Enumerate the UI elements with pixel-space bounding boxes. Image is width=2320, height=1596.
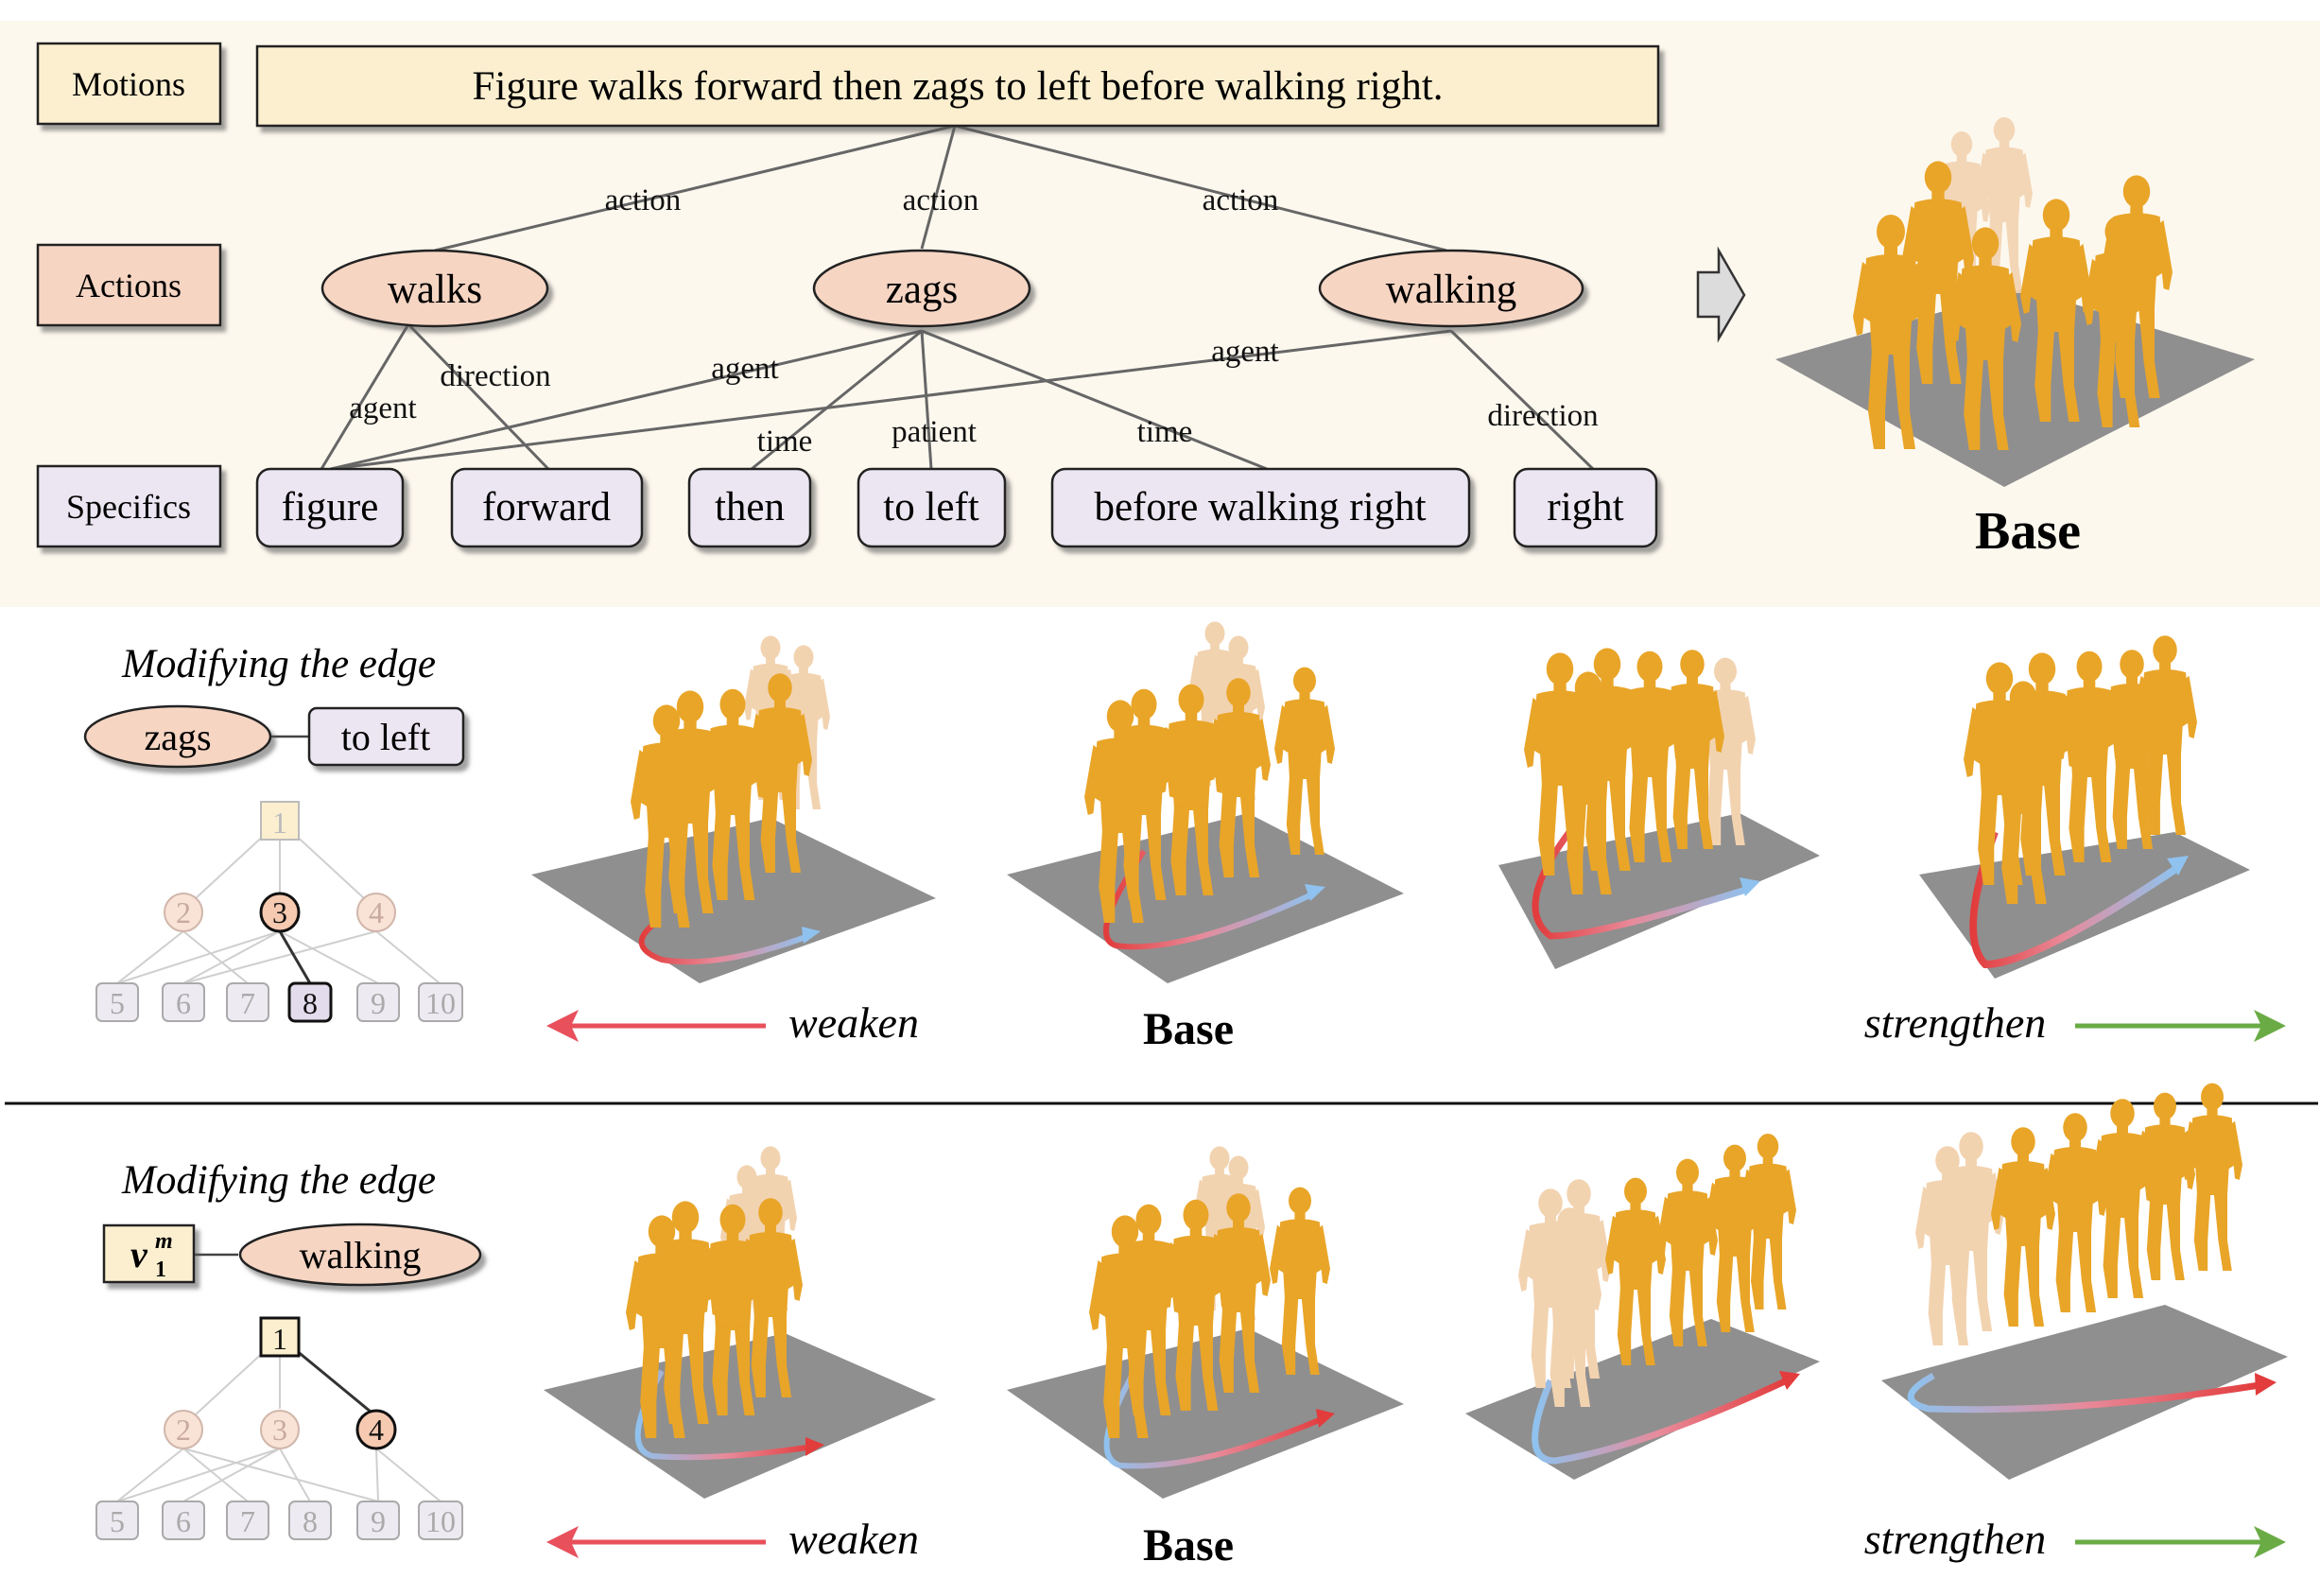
motion-render-row1-3 [1498, 648, 1820, 969]
row1-tree-node-6: 6 [176, 986, 191, 1020]
row1-tree-node-5: 5 [110, 986, 125, 1020]
row2-scale: weaken Base strengthen [546, 1515, 2286, 1570]
edge-label-direction-1: direction [440, 359, 550, 393]
level-label-actions: Actions [36, 243, 222, 327]
level-label-specifics: Specifics [36, 464, 222, 548]
row2-tree-node-4: 4 [369, 1413, 384, 1447]
motion-render-row1-2 [1007, 621, 1404, 983]
row1-strengthen-arrowhead-icon [2254, 1010, 2286, 1042]
row1-edge-from: zags [144, 716, 211, 758]
specific-node-forward: forward [450, 467, 644, 548]
specific-node-to-left: to left [857, 467, 1007, 548]
row2-weaken-arrowhead-icon [546, 1526, 579, 1558]
edge-label-action-2: action [903, 183, 979, 217]
level-label-motions-text: Motions [72, 65, 185, 103]
row2-strengthen-label: strengthen [1864, 1515, 2047, 1563]
action-node-walking: walking [1318, 249, 1584, 328]
row2-strengthen-arrowhead-icon [2254, 1526, 2286, 1558]
motion-render-row2-1 [544, 1146, 936, 1499]
edge-label-action-3: action [1203, 183, 1279, 217]
row2-tree-node-1: 1 [272, 1322, 287, 1356]
row1-mini-tree: 1 2 3 4 5 6 7 8 9 10 [95, 801, 463, 1023]
row1-tree-node-9: 9 [371, 986, 386, 1020]
row1-weaken-arrowhead-icon [546, 1010, 579, 1042]
graph-edges [320, 124, 1595, 471]
row2-edge-illustration: v m 1 walking [102, 1223, 482, 1287]
specific-node-forward-text: forward [482, 485, 611, 529]
row1-tree-node-7: 7 [240, 986, 255, 1020]
row2-tree-node-2: 2 [176, 1413, 191, 1447]
specific-node-figure-text: figure [282, 485, 379, 529]
motion-render-top-base [1775, 117, 2255, 487]
specific-node-before-walking-right: before walking right [1050, 467, 1471, 548]
specific-node-then: then [687, 467, 812, 548]
motion-render-row1-1 [531, 635, 936, 983]
row2-weaken-label: weaken [788, 1515, 919, 1563]
row2-edge-from-sup: m [155, 1229, 173, 1254]
row2-tree-node-9: 9 [371, 1504, 386, 1538]
row1-tree-node-2: 2 [176, 895, 191, 929]
action-node-zags-text: zags [886, 268, 958, 312]
edge-label-agent-3: agent [1211, 335, 1278, 369]
specific-node-before-walking-right-text: before walking right [1094, 485, 1426, 529]
edge-label-direction-2: direction [1487, 399, 1598, 433]
row2-edge-from-sub: 1 [155, 1258, 166, 1282]
row2-tree-node-5: 5 [110, 1504, 125, 1538]
action-node-walks-text: walks [388, 268, 482, 312]
row1-edge-illustration: zags to left [83, 704, 465, 769]
specific-node-right: right [1513, 467, 1658, 548]
row2-tree-node-10: 10 [425, 1504, 456, 1538]
row2-tree-node-3: 3 [272, 1413, 287, 1447]
top-base-label: Base [1975, 502, 2081, 561]
row1-tree-node-4: 4 [369, 895, 384, 929]
edge-label-agent-2: agent [711, 352, 778, 386]
row1-tree-node-1: 1 [272, 806, 287, 840]
level-label-motions: Motions [36, 42, 222, 126]
row2-tree-node-7: 7 [240, 1504, 255, 1538]
specific-node-to-left-text: to left [883, 485, 979, 529]
edge-label-action-1: action [605, 183, 682, 217]
action-node-walks: walks [320, 249, 549, 328]
motion-render-row2-4 [1881, 1083, 2288, 1480]
row2-base-label: Base [1143, 1520, 1234, 1570]
motion-render-row1-4 [1919, 635, 2250, 979]
level-label-specifics-text: Specifics [66, 488, 191, 526]
row1-edge-to: to left [341, 716, 430, 758]
specific-node-right-text: right [1547, 485, 1623, 529]
level-label-actions-text: Actions [76, 267, 182, 304]
action-node-walking-text: walking [1386, 268, 1517, 312]
motion-render-row2-2 [1007, 1146, 1404, 1499]
edge-label-patient: patient [892, 415, 977, 449]
row1-tree-node-3: 3 [272, 895, 287, 929]
row1-base-label: Base [1143, 1004, 1234, 1054]
edge-label-agent-1: agent [349, 391, 416, 425]
row2-mini-tree: 1 2 3 4 5 6 7 8 9 10 [95, 1316, 463, 1540]
edge-label-time-1: time [757, 425, 813, 459]
specific-node-then-text: then [715, 485, 785, 529]
row2-tree-node-6: 6 [176, 1504, 191, 1538]
right-arrow-icon [1696, 246, 1746, 343]
row2-tree-node-8: 8 [303, 1504, 318, 1538]
row2-edge-from: v [130, 1233, 148, 1275]
row1-scale: weaken Base strengthen [546, 998, 2286, 1054]
action-node-zags: zags [812, 249, 1031, 328]
row1-tree-node-8: 8 [303, 986, 318, 1020]
row1-weaken-label: weaken [788, 998, 919, 1047]
specific-node-figure: figure [255, 467, 405, 548]
row1-modify-title: Modifying the edge [121, 642, 436, 686]
motion-render-row2-3 [1465, 1134, 1820, 1480]
motion-sentence-text: Figure walks forward then zags to left b… [473, 64, 1444, 109]
edge-label-time-2: time [1137, 415, 1193, 449]
row1-strengthen-label: strengthen [1864, 998, 2047, 1047]
row2-modify-title: Modifying the edge [121, 1158, 436, 1203]
motion-sentence-node: Figure walks forward then zags to left b… [255, 44, 1660, 128]
row2-edge-from-main: v [130, 1233, 148, 1275]
row2-edge-to: walking [300, 1234, 422, 1276]
edge-labels: action action action agent direction age… [349, 183, 1598, 459]
row1-tree-node-10: 10 [425, 986, 456, 1020]
